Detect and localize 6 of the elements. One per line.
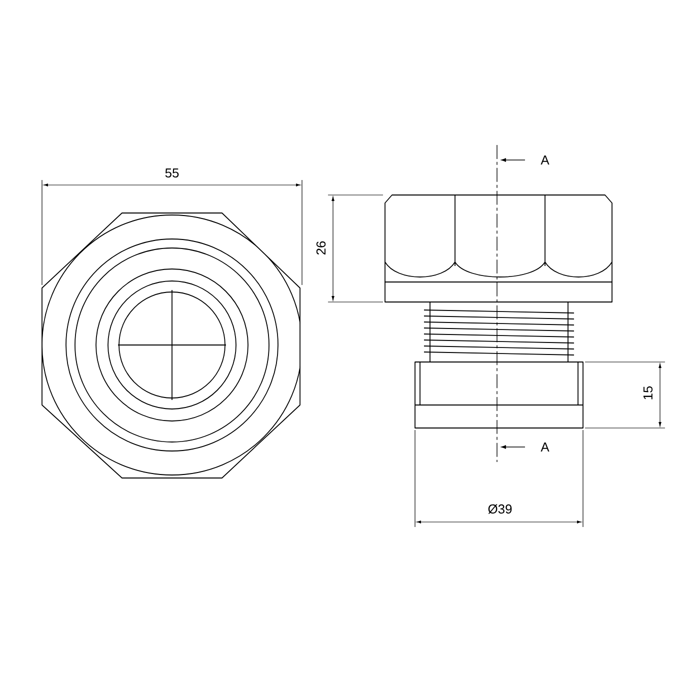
- section-label: A: [540, 156, 550, 164]
- section-label: A: [540, 442, 550, 452]
- dimension-label: Ø39: [488, 504, 512, 514]
- dimension-label: 26: [316, 241, 326, 255]
- dimension-label: 55: [165, 168, 179, 178]
- dimension-label: 15: [644, 386, 653, 400]
